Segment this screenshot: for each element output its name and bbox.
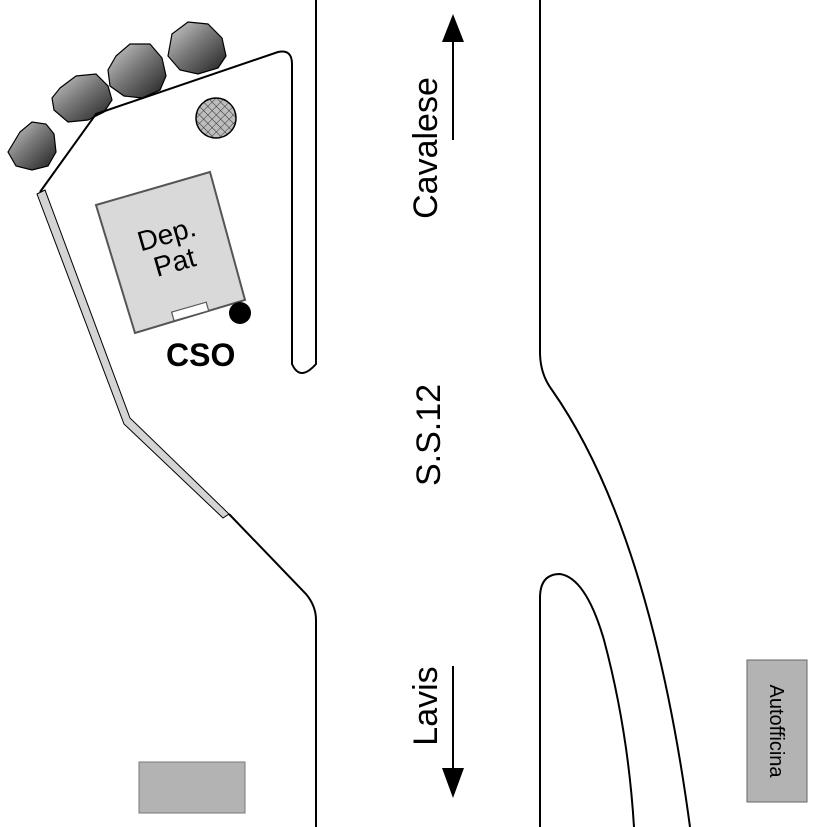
rock-icon (167, 21, 227, 75)
building-door (170, 301, 210, 322)
gray-box (138, 761, 246, 814)
road-edge-left (228, 513, 317, 827)
workshop-label: Autofficina (765, 684, 787, 778)
direction-south-label: Lavis (407, 666, 445, 745)
direction-north: Cavalese (407, 14, 464, 219)
rock-icon (7, 121, 57, 171)
rocks (7, 21, 227, 171)
site-label: CSO (166, 337, 235, 373)
building-dep-pat: Dep. Pat (94, 170, 247, 335)
rock-icon (107, 43, 167, 99)
workshop: Autofficina (746, 659, 808, 803)
road-edge-right (539, 0, 691, 827)
rock-icon (51, 73, 113, 123)
arrow-up-icon (442, 14, 464, 42)
direction-south: Lavis (407, 666, 464, 798)
site-boundary (39, 0, 317, 374)
direction-north-label: Cavalese (407, 77, 445, 219)
arrow-down-icon (442, 768, 464, 798)
road-label: S.S.12 (410, 384, 448, 486)
dot-marker-icon (229, 302, 251, 324)
hatched-circle-icon (195, 97, 237, 139)
side-road (539, 572, 635, 827)
